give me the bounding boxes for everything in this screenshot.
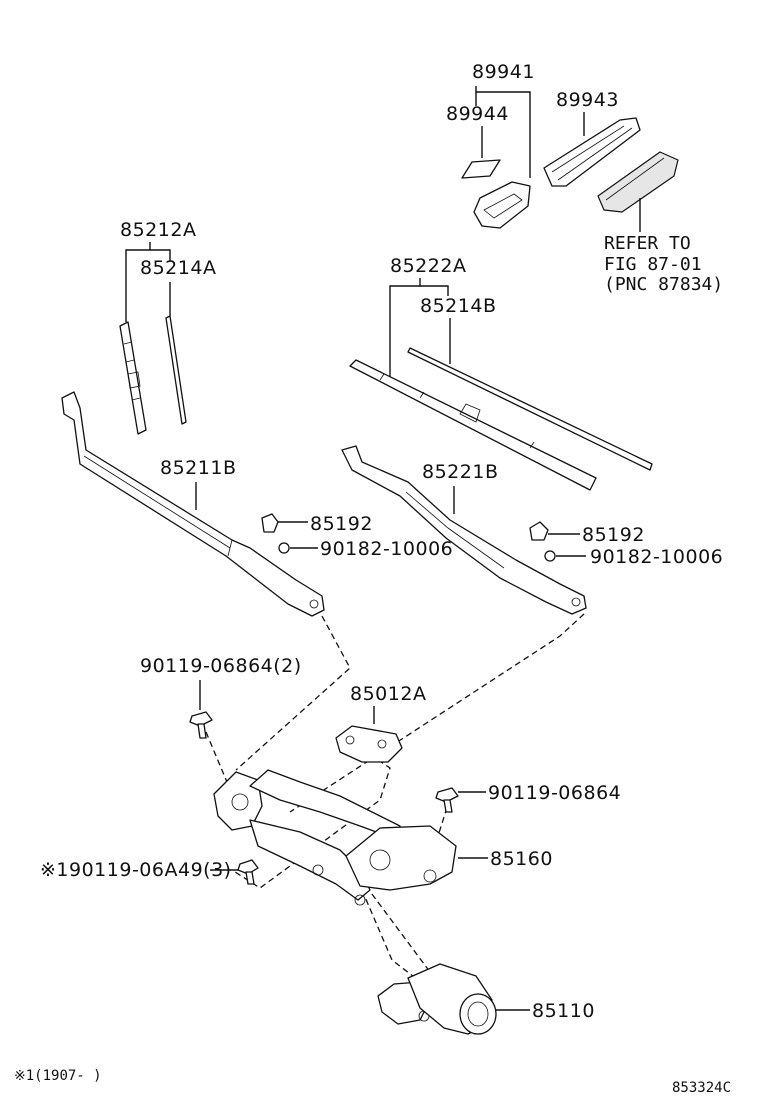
label-85214B: 85214B <box>420 295 496 317</box>
part-90119-06A49-group: ※190119-06A49(3) <box>40 859 259 885</box>
part-85222A-group: 85222A 85214B <box>349 255 653 491</box>
label-90182-right: 90182-10006 <box>590 546 723 568</box>
part-85192-cap-right <box>529 521 549 541</box>
part-89941-group: 89941 89944 <box>446 61 535 229</box>
label-90119-06864: 90119-06864 <box>488 782 621 804</box>
part-85012A-bracket <box>335 725 403 763</box>
part-85214B-rubber <box>407 347 653 471</box>
part-85211B-group: 85211B 85192 90182-10006 <box>61 391 453 617</box>
part-bolt-90119-06864 <box>435 787 459 803</box>
label-89941: 89941 <box>472 61 535 83</box>
label-85192-right: 85192 <box>582 524 645 546</box>
refer-line-1: REFER TO <box>604 233 691 254</box>
part-85211B-arm <box>61 391 325 617</box>
label-85192-left: 85192 <box>310 513 373 535</box>
part-85012A-group: 85012A <box>335 683 426 763</box>
part-89941-clip <box>473 181 531 229</box>
part-89944-sheet <box>461 159 501 179</box>
part-90182-nut-right <box>544 550 556 562</box>
part-85110-group: 85110 <box>377 963 595 1035</box>
part-89943-group: 89943 REFER TO FIG 87-01 (PNC 87834) <box>543 89 723 295</box>
label-89944: 89944 <box>446 103 509 125</box>
refer-line-2: FIG 87-01 <box>604 254 702 275</box>
part-85160-right-pivot <box>345 825 457 891</box>
part-90119-06864-group: 90119-06864 <box>435 782 621 813</box>
part-85110-motor-cap <box>459 993 497 1035</box>
label-85214A: 85214A <box>140 257 216 279</box>
part-85221B-group: 85221B 85192 90182-10006 <box>341 445 723 615</box>
part-89943-cover <box>543 117 641 187</box>
label-85212A: 85212A <box>120 219 196 241</box>
label-89943: 89943 <box>556 89 619 111</box>
part-85160-frame <box>249 819 371 901</box>
part-85214A-rubber <box>165 315 187 425</box>
leader-89941 <box>475 86 531 178</box>
part-85222A-blade <box>349 359 597 491</box>
label-90119-06A49: ※190119-06A49(3) <box>40 859 232 881</box>
label-90119-06864-2: 90119-06864(2) <box>140 655 302 677</box>
label-85012A: 85012A <box>350 683 426 705</box>
label-85160: 85160 <box>490 848 553 870</box>
label-85211B: 85211B <box>160 457 236 479</box>
part-85212A-blade <box>119 321 147 435</box>
figure-code: 853324C <box>672 1080 731 1096</box>
leader-85222A <box>389 278 421 378</box>
part-85160-link-rod <box>249 769 401 841</box>
part-refer-cover <box>597 151 679 213</box>
label-85110: 85110 <box>532 1000 595 1022</box>
part-85221B-arm <box>341 445 587 615</box>
part-85160-group: 85160 <box>213 769 553 906</box>
label-85222A: 85222A <box>390 255 466 277</box>
refer-line-3: (PNC 87834) <box>604 274 723 295</box>
part-85212A-group: 85212A 85214A <box>119 219 216 435</box>
part-85192-cap-left <box>261 513 279 533</box>
part-90119-06864-2-group: 90119-06864(2) <box>140 655 302 739</box>
footnote: ※1(1907- ) <box>14 1068 102 1084</box>
part-bolt-90119-06864-2 <box>189 711 213 727</box>
label-85221B: 85221B <box>422 461 498 483</box>
part-90182-nut-left <box>278 542 290 554</box>
leader-85212A <box>125 242 151 322</box>
part-bolt-90119-06A49 <box>237 859 259 875</box>
label-90182-left: 90182-10006 <box>320 538 453 560</box>
